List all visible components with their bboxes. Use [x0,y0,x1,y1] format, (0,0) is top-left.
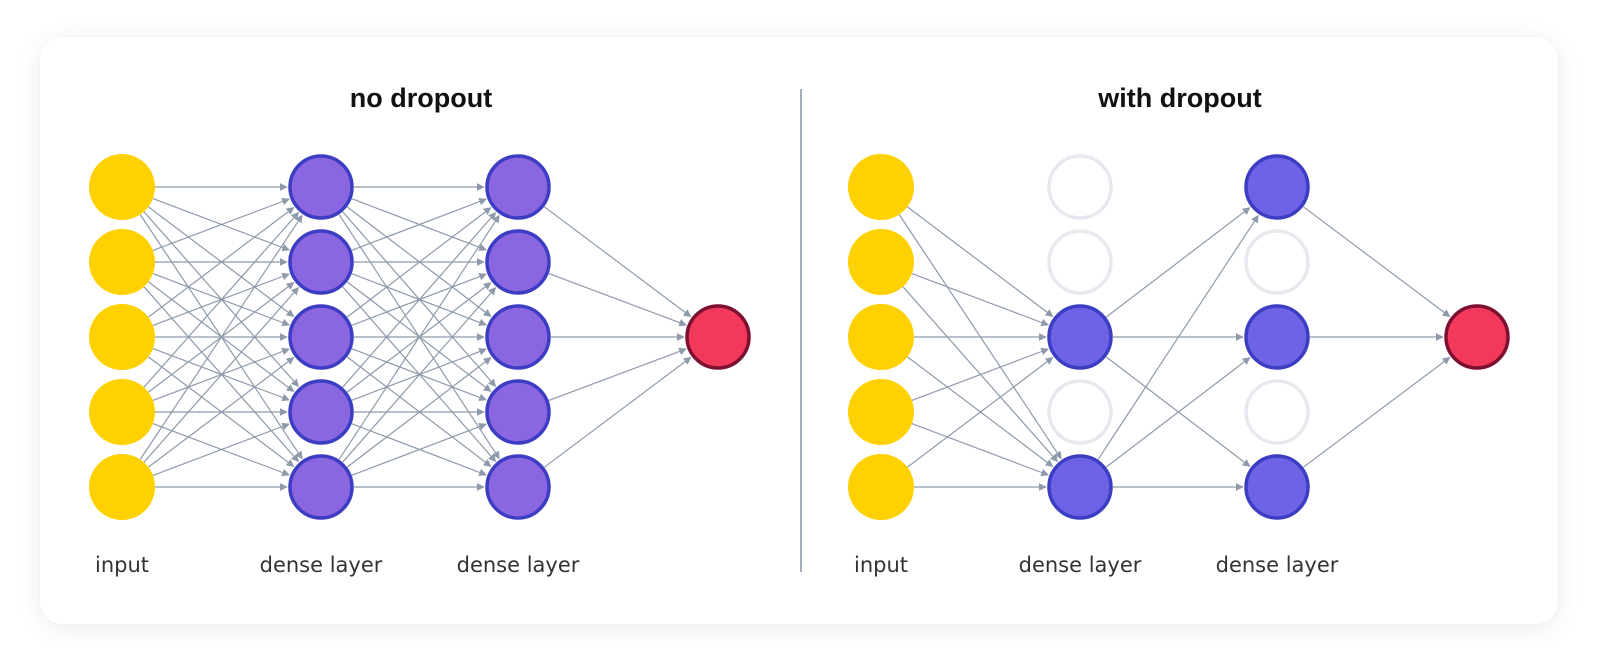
dense-neuron [1244,454,1310,520]
connection-edge [351,197,487,251]
connection-edge [342,212,497,388]
connection-edge [544,356,692,468]
connection-edge [148,357,295,468]
connection-edge [907,206,1054,317]
dense-neuron [485,229,551,295]
dropped-neuron [1047,379,1113,445]
connection-edge [351,422,487,476]
input-neuron [89,379,155,445]
label-dense-layer-1-right: dense layer [1019,553,1142,577]
label-dense-layer-2-right: dense layer [1216,553,1339,577]
dense-neuron [1047,304,1113,370]
connection-edge [1105,207,1251,318]
panel-title-with-dropout: with dropout [1097,83,1261,113]
connection-edge [1097,214,1259,460]
input-neuron [848,154,914,220]
connection-edge [907,357,1054,468]
output-neuron [685,304,751,370]
connection-edge [1303,356,1451,468]
connection-edge [143,211,300,388]
dropped-neuron [1244,379,1310,445]
connection-edge [143,286,300,463]
dense-neuron [288,304,354,370]
connection-edge [548,347,687,401]
connection-edge [342,287,497,463]
dense-neuron [485,454,551,520]
connection-edge [544,206,692,318]
connection-edge [346,207,492,318]
dense-neuron [288,379,354,445]
nodes-layer [89,154,1510,520]
label-dense-layer-1-left: dense layer [260,553,383,577]
input-neuron [89,454,155,520]
dropped-neuron [1244,229,1310,295]
dropped-neuron [1047,229,1113,295]
input-neuron [848,304,914,370]
connection-edge [148,207,295,318]
connection-edge [548,273,687,327]
output-neuron [1444,304,1510,370]
connection-edge [346,357,492,468]
input-neuron [848,229,914,295]
label-input-right: input [854,553,908,577]
input-neuron [89,154,155,220]
dense-neuron [485,379,551,445]
input-neuron [848,454,914,520]
connection-edge [911,423,1049,477]
input-neuron [848,379,914,445]
connection-edge [152,197,290,251]
dense-neuron [1244,154,1310,220]
connection-edge [139,214,303,460]
connection-edge [1303,206,1451,318]
dense-neuron [288,229,354,295]
connection-edge [1105,357,1251,468]
connection-edge [152,422,290,476]
label-input-left: input [95,553,149,577]
connection-edge [338,214,500,460]
dense-neuron [288,154,354,220]
connection-edge [911,273,1049,327]
edges-layer [139,183,1451,491]
connection-edge [911,347,1049,401]
dense-neuron [485,154,551,220]
input-neuron [89,304,155,370]
input-neuron [89,229,155,295]
dense-neuron [288,454,354,520]
dense-neuron [1047,454,1113,520]
panel-title-no-dropout: no dropout [350,83,492,113]
dense-neuron [1244,304,1310,370]
dropped-neuron [1047,154,1113,220]
label-dense-layer-2-left: dense layer [457,553,580,577]
dense-neuron [485,304,551,370]
